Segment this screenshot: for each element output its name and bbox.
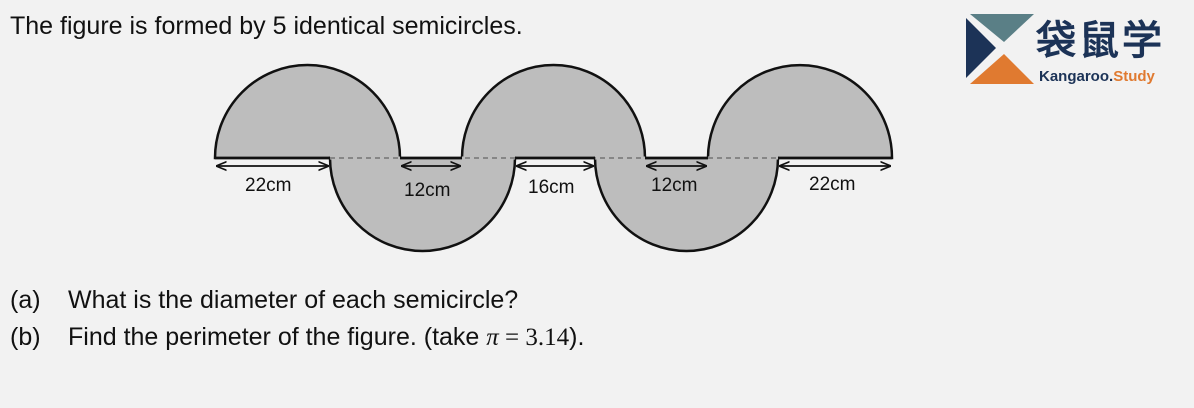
kangaroo-study-logo: 袋鼠学 Kangaroo.Study <box>962 12 1184 88</box>
lower-semicircle-1 <box>328 156 517 253</box>
dimension-label-2: 12cm <box>404 180 450 201</box>
pi-value: = 3.14 <box>498 324 570 351</box>
question-label: (b) <box>10 323 41 351</box>
question-text: Find the perimeter of the figure. (take <box>68 323 487 351</box>
upper-semicircle-3 <box>706 63 894 160</box>
dimension-label-4: 12cm <box>651 175 697 196</box>
lower-semicircle-2 <box>593 156 780 253</box>
question-text: What is the diameter of each semicircle? <box>68 286 519 314</box>
problem-intro: The figure is formed by 5 identical semi… <box>10 12 523 40</box>
logo-chinese: 袋鼠学 <box>1036 18 1165 64</box>
dimension-label-5: 22cm <box>809 174 855 195</box>
upper-semicircle-2 <box>460 63 647 160</box>
question-label: (a) <box>10 286 41 314</box>
dimension-label-3: 16cm <box>528 177 574 198</box>
upper-semicircle-1 <box>213 63 402 160</box>
pi-symbol: π <box>486 324 499 351</box>
question-suffix: ). <box>569 323 585 351</box>
logo-brand: Kangaroo.Study <box>1039 68 1155 85</box>
question-a: (a) What is the diameter of each semicirc… <box>10 286 518 315</box>
question-b: (b) Find the perimeter of the figure. (ta… <box>10 323 584 352</box>
dimension-label-1: 22cm <box>245 175 291 196</box>
logo-mark-icon <box>966 14 1034 84</box>
